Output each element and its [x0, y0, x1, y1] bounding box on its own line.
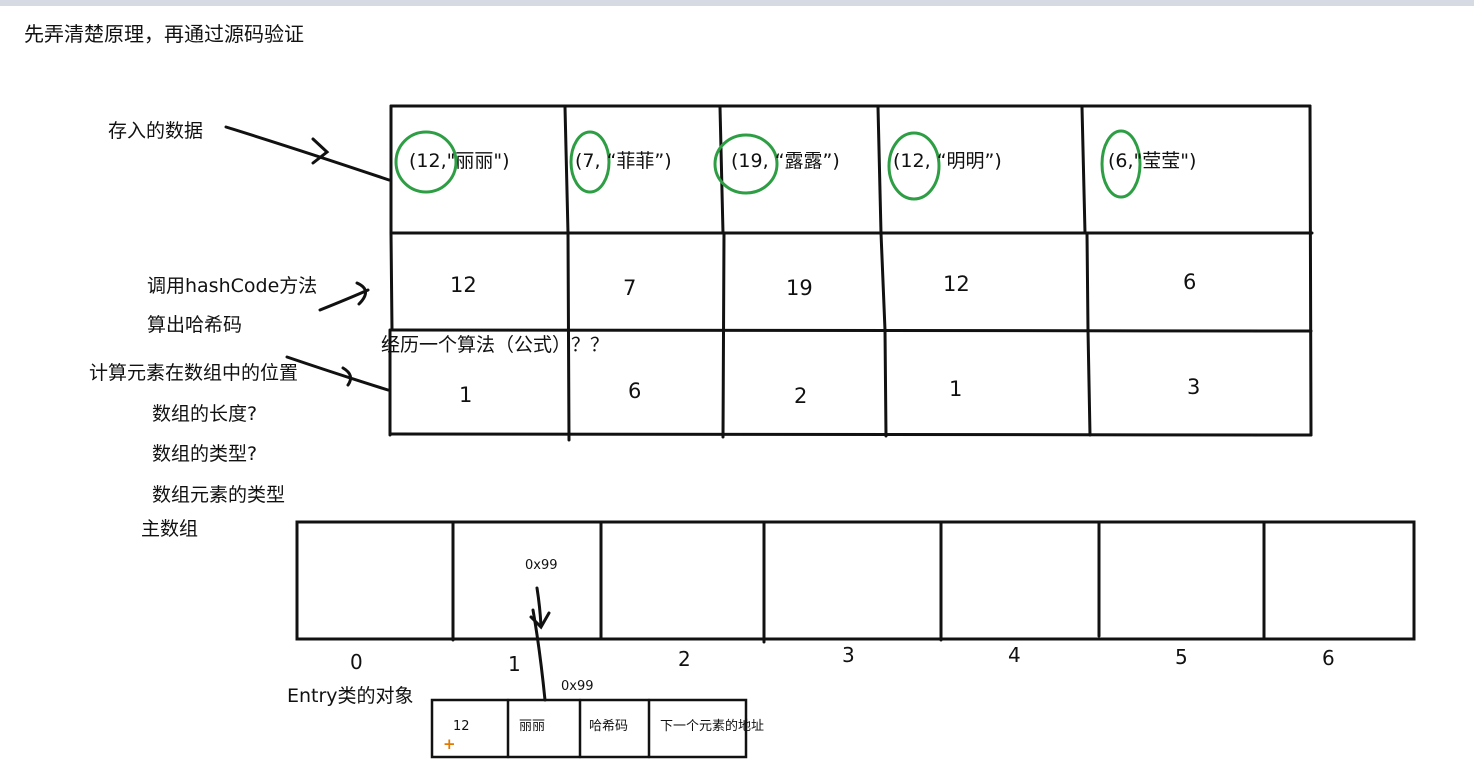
pair-3-key: (19,	[731, 150, 769, 172]
plus-icon: +	[443, 735, 456, 753]
hash-code-4: 12	[943, 272, 970, 296]
pair-3: (19, “露露”)	[731, 152, 840, 171]
pair-1-value: "丽丽")	[446, 150, 510, 172]
pair-2: (7, “菲菲”)	[575, 152, 672, 171]
label-compute-position: 计算元素在数组中的位置	[89, 362, 299, 384]
array-index-2: 2	[678, 647, 691, 671]
pair-1: (12,"丽丽")	[409, 152, 510, 171]
label-main-array: 主数组	[141, 518, 199, 540]
array-index-3: 3	[842, 643, 855, 667]
hash-code-2: 7	[623, 276, 637, 300]
position-5: 3	[1187, 375, 1201, 399]
label-compute-hash: 算出哈希码	[147, 314, 243, 336]
label-element-type: 数组元素的类型	[152, 484, 286, 506]
pair-2-value: “菲菲”)	[606, 150, 672, 172]
pair-5: (6,"莹莹")	[1108, 152, 1196, 171]
pair-2-key: (7,	[575, 150, 601, 172]
position-1: 1	[459, 383, 473, 407]
position-2: 6	[628, 379, 642, 403]
label-entry-object: Entry类的对象	[287, 685, 414, 707]
array-index-1: 1	[508, 652, 521, 676]
entry-field-key: 12	[453, 719, 470, 734]
array-index-0: 0	[350, 650, 363, 674]
pair-1-key: (12,	[409, 150, 447, 172]
pair-3-value: “露露”)	[774, 150, 840, 172]
address-entry: 0x99	[561, 679, 594, 694]
top-bar	[0, 0, 1474, 6]
array-index-6: 6	[1322, 646, 1335, 670]
position-4: 1	[949, 377, 963, 401]
pair-4-value: “明明”)	[936, 150, 1002, 172]
label-array-type: 数组的类型?	[152, 443, 258, 465]
pair-4: (12, “明明”)	[893, 152, 1002, 171]
label-stored-data: 存入的数据	[108, 120, 204, 142]
label-array-length: 数组的长度?	[152, 403, 258, 425]
pair-4-key: (12,	[893, 150, 931, 172]
label-call-hashcode: 调用hashCode方法	[147, 275, 318, 297]
entry-field-value: 丽丽	[519, 719, 546, 734]
page-title: 先弄清楚原理，再通过源码验证	[24, 22, 304, 46]
array-index-4: 4	[1008, 643, 1021, 667]
array-index-5: 5	[1175, 645, 1188, 669]
entry-field-hash: 哈希码	[589, 719, 629, 734]
address-in-array: 0x99	[525, 558, 558, 573]
pair-5-value: "莹莹")	[1133, 150, 1197, 172]
hash-code-1: 12	[450, 273, 477, 297]
algorithm-note: 经历一个算法（公式）？？	[381, 334, 610, 356]
position-3: 2	[794, 384, 808, 408]
pair-5-key: (6,	[1108, 150, 1134, 172]
hash-code-5: 6	[1183, 270, 1197, 294]
hash-code-3: 19	[786, 276, 813, 300]
entry-field-next: 下一个元素的地址	[660, 719, 765, 734]
